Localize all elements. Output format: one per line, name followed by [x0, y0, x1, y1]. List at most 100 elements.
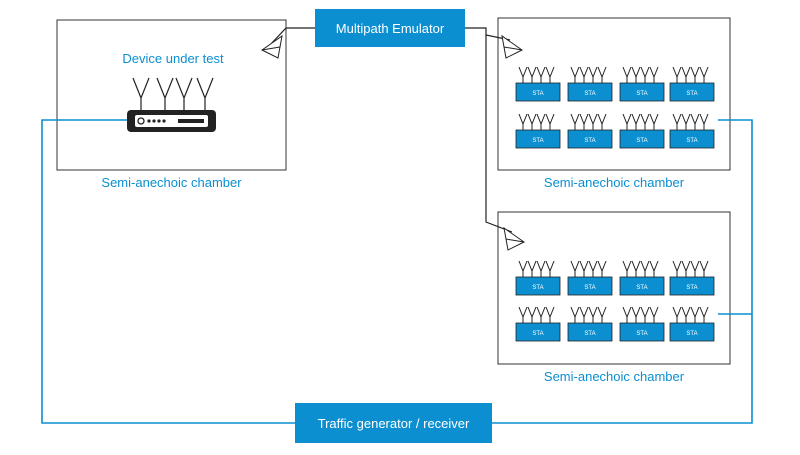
- sta-label: STA: [636, 331, 647, 337]
- sta-antenna-icon: [699, 66, 709, 79]
- sta-box: [515, 322, 561, 342]
- sta-device: STA: [567, 306, 613, 342]
- sta-antenna-icon: [672, 66, 682, 79]
- traffic-cables: [41, 119, 753, 424]
- sta-label: STA: [686, 91, 697, 97]
- sta-device: STA: [669, 260, 715, 296]
- sta-antenna-icon: [690, 306, 700, 319]
- chamber-antennas: [261, 34, 525, 251]
- rf-cables: [269, 27, 513, 233]
- sta-antenna-icon: [588, 66, 598, 79]
- sta-antenna-icon: [690, 260, 700, 273]
- sta-antenna-icon: [518, 113, 528, 126]
- sta-label: STA: [584, 91, 595, 97]
- sta-chamber-bottom-caption: Semi-anechoic chamber: [543, 369, 685, 384]
- sta-label: STA: [532, 331, 543, 337]
- sta-antenna-icon: [527, 306, 537, 319]
- sta-device: STA: [515, 113, 561, 149]
- sta-antenna-icon: [690, 113, 700, 126]
- sta-antenna-icon: [545, 306, 555, 319]
- sta-box: [669, 322, 715, 342]
- sta-antenna-icon: [622, 260, 632, 273]
- sta-box: [669, 82, 715, 102]
- sta-antenna-icon: [631, 260, 641, 273]
- sta-device: STA: [669, 113, 715, 149]
- sta-box: [567, 82, 613, 102]
- sta-label: STA: [584, 331, 595, 337]
- sta-antenna-icon: [631, 306, 641, 319]
- traffic-generator-box[interactable]: Traffic generator / receiver: [295, 403, 492, 443]
- sta-antenna-icon: [640, 113, 650, 126]
- sta-antenna-icon: [579, 66, 589, 79]
- sta-antenna-icon: [545, 113, 555, 126]
- sta-antenna-icon: [597, 260, 607, 273]
- sta-label: STA: [686, 285, 697, 291]
- sta-antenna-icon: [672, 113, 682, 126]
- sta-box: [669, 129, 715, 149]
- sta-antenna-icon: [649, 66, 659, 79]
- sta-box: [669, 276, 715, 296]
- sta-antenna-icon: [699, 260, 709, 273]
- sta-label: STA: [636, 91, 647, 97]
- sta-antenna-icon: [681, 113, 691, 126]
- sta-antenna-icon: [588, 306, 598, 319]
- sta-antenna-icon: [640, 260, 650, 273]
- sta-antenna-icon: [631, 113, 641, 126]
- sta-label: STA: [532, 138, 543, 144]
- sta-antenna-icon: [690, 66, 700, 79]
- sta-antenna-icon: [699, 113, 709, 126]
- sta-box: [567, 129, 613, 149]
- sta-label: STA: [584, 138, 595, 144]
- multipath-emulator-box[interactable]: Multipath Emulator: [315, 9, 465, 47]
- sta-antenna-icon: [649, 113, 659, 126]
- sta-antenna-icon: [527, 66, 537, 79]
- sta-antenna-icon: [588, 260, 598, 273]
- router-power-dot: [137, 117, 145, 125]
- sta-antenna-icon: [681, 306, 691, 319]
- sta-chamber-bottom-frame: [497, 211, 731, 365]
- sta-antenna-icon: [681, 66, 691, 79]
- sta-device: STA: [567, 260, 613, 296]
- sta-antenna-icon: [699, 306, 709, 319]
- sta-antenna-icon: [597, 66, 607, 79]
- sta-antenna-icon: [545, 260, 555, 273]
- dut-chamber-caption: Semi-anechoic chamber: [101, 175, 242, 190]
- router-panel: [135, 115, 208, 127]
- sta-label: STA: [584, 285, 595, 291]
- sta-box: [567, 322, 613, 342]
- sta-antenna-icon: [536, 66, 546, 79]
- sta-antenna-icon: [588, 113, 598, 126]
- dut-chamber-frame: [56, 19, 287, 171]
- sta-label: STA: [686, 331, 697, 337]
- sta-antenna-icon: [536, 306, 546, 319]
- sta-antenna-icon: [681, 260, 691, 273]
- sta-device: STA: [515, 306, 561, 342]
- router-slot: [178, 119, 204, 123]
- sta-device: STA: [619, 66, 665, 102]
- sta-antenna-icon: [570, 66, 580, 79]
- sta-antenna-icon: [518, 66, 528, 79]
- sta-antenna-icon: [631, 66, 641, 79]
- dut-label: Device under test: [122, 51, 224, 66]
- sta-antenna-icon: [672, 306, 682, 319]
- traffic-generator-label: Traffic generator / receiver: [317, 415, 470, 431]
- sta-device: STA: [619, 113, 665, 149]
- sta-antenna-icon: [649, 306, 659, 319]
- sta-device: STA: [567, 113, 613, 149]
- sta-antenna-icon: [672, 260, 682, 273]
- dut-chamber-antenna-icon: [261, 34, 283, 59]
- sta-antenna-icon: [570, 113, 580, 126]
- sta-box: [567, 276, 613, 296]
- sta-box: [619, 129, 665, 149]
- sta-antenna-icon: [545, 66, 555, 79]
- sta-antenna-icon: [640, 66, 650, 79]
- sta-antenna-icon: [536, 260, 546, 273]
- sta-box: [619, 276, 665, 296]
- sta-label: STA: [636, 138, 647, 144]
- sta-label: STA: [532, 91, 543, 97]
- rf-cable-top-chamber: [465, 27, 511, 41]
- sta-device: STA: [669, 66, 715, 102]
- sta-box: [619, 322, 665, 342]
- sta-antenna-icon: [536, 113, 546, 126]
